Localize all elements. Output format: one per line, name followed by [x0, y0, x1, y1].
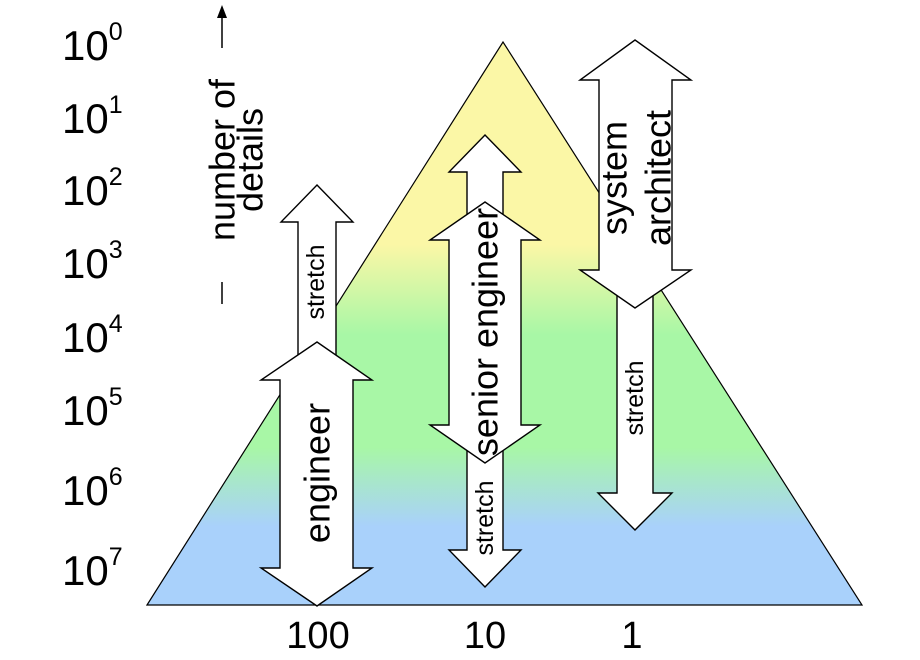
system-architect-arrow-shape [577, 39, 694, 309]
senior-engineer-label: senior engineer [465, 208, 506, 456]
y-tick-7: 107 [62, 543, 123, 594]
x-label-10: 10 [464, 615, 506, 657]
senior-engineer-stretch-arrow: stretch [447, 429, 523, 589]
system-architect-stretch-arrow: stretch [596, 279, 674, 531]
engineer-stretch-arrow: stretch [279, 183, 355, 401]
y-tick-2: 102 [62, 163, 123, 214]
y-tick-6: 106 [62, 463, 123, 514]
y-tick-3: 103 [62, 236, 123, 287]
y-tick-0: 100 [62, 18, 123, 69]
x-axis-labels: 100 10 1 [286, 615, 642, 657]
senior-engineer-stretch-label: stretch [471, 480, 499, 555]
system-architect-label-line2: architect [638, 110, 679, 246]
engineer-stretch-label: stretch [302, 244, 330, 319]
x-label-1: 1 [621, 615, 642, 657]
system-architect-arrow: system architect [577, 39, 694, 309]
y-axis-label-line1: number of [202, 78, 243, 241]
x-label-100: 100 [286, 615, 349, 657]
arrow-up-icon [217, 5, 227, 18]
engineer-arrow-shape [258, 341, 375, 607]
y-tick-5: 105 [62, 383, 123, 434]
system-architect-stretch-label: stretch [621, 360, 649, 435]
senior-engineer-arrow: senior engineer [427, 201, 543, 464]
senior-engineer-arrow-shape [427, 201, 543, 464]
y-tick-1: 101 [62, 91, 123, 142]
system-architect-stretch-arrow-shape [596, 279, 674, 531]
y-axis-label-group: number of details [202, 5, 271, 304]
engineer-label: engineer [297, 403, 338, 543]
system-architect-label-line1: system [594, 121, 635, 235]
engineer-arrow: engineer [258, 341, 375, 607]
y-tick-4: 104 [62, 310, 123, 361]
y-axis-label-line2: details [230, 108, 271, 212]
y-axis-ticks: 100 101 102 103 104 105 106 107 [62, 18, 123, 594]
